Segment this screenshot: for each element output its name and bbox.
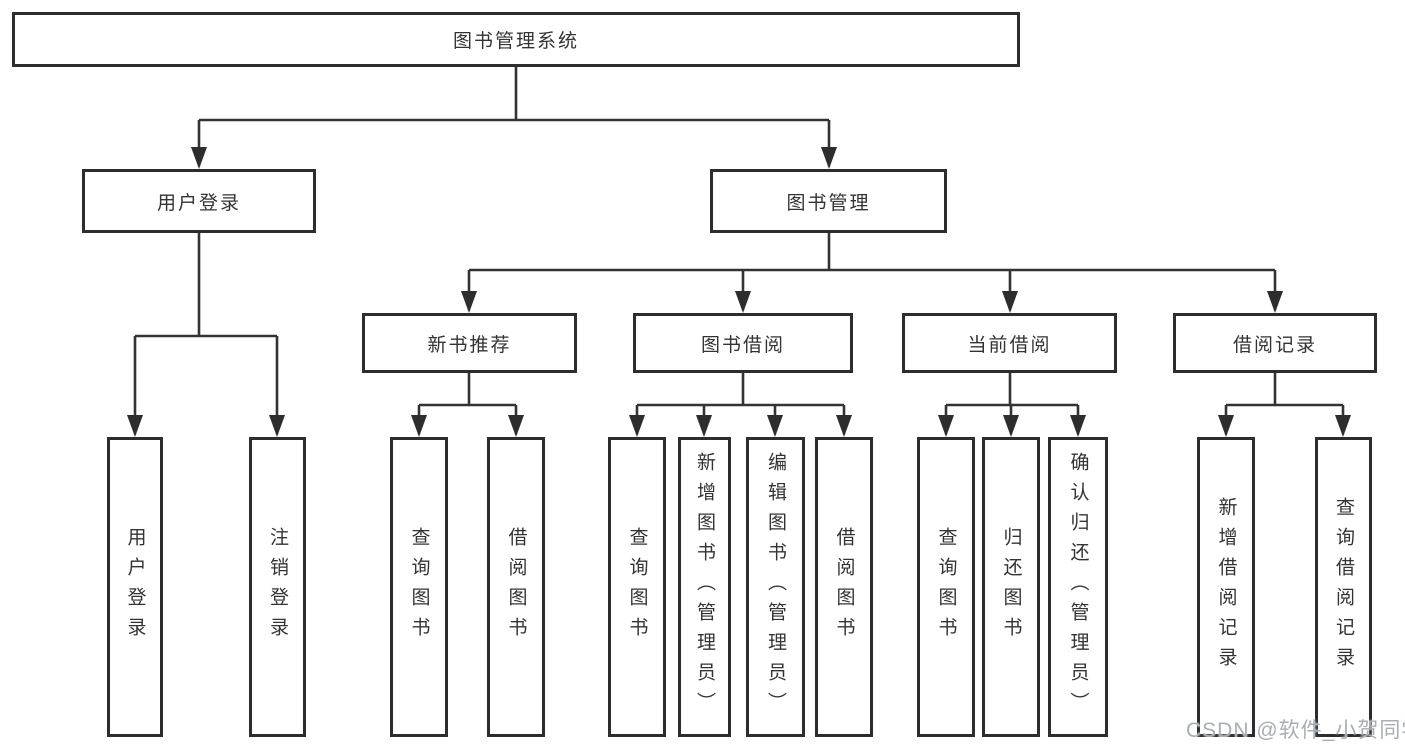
- leaf-logout: 注销登录: [249, 437, 306, 737]
- leaf-return-books-label: 归还图书: [1000, 527, 1022, 647]
- node-new-book-recommend: 新书推荐: [362, 313, 577, 373]
- node-book-management: 图书管理: [710, 169, 947, 233]
- node-current-borrow-label: 当前借阅: [967, 334, 1052, 356]
- leaf-query-borrow-record-label: 查询借阅记录: [1333, 497, 1354, 677]
- node-library-system: 图书管理系统: [12, 12, 1020, 67]
- node-library-system-label: 图书管理系统: [452, 31, 579, 52]
- leaf-add-borrow-record: 新增借阅记录: [1197, 437, 1255, 737]
- node-borrow-records-label: 借阅记录: [1232, 334, 1317, 356]
- leaf-add-borrow-record-label: 新增借阅记录: [1215, 497, 1237, 677]
- leaf-add-books-admin: 新增图书（管理员）: [678, 437, 731, 737]
- node-book-borrow-label: 图书借阅: [700, 334, 785, 356]
- leaf-confirm-return-admin: 确认归还（管理员）: [1048, 437, 1108, 737]
- leaf-borrow-books-label: 借阅图书: [833, 527, 855, 647]
- node-current-borrow: 当前借阅: [902, 313, 1117, 373]
- leaf-user-login-label: 用户登录: [124, 527, 146, 647]
- leaf-borrow-books: 借阅图书: [815, 437, 873, 737]
- leaf-query-books-borrow: 查询图书: [608, 437, 666, 737]
- leaf-add-books-admin-label: 新增图书（管理员）: [694, 452, 715, 722]
- leaf-query-books-recommend-label: 查询图书: [408, 527, 430, 647]
- node-book-management-label: 图书管理: [786, 192, 871, 214]
- leaf-confirm-return-admin-label: 确认归还（管理员）: [1067, 452, 1089, 722]
- leaf-return-books: 归还图书: [982, 437, 1040, 737]
- csdn-watermark: CSDN @软件_小贺同学: [1186, 719, 1405, 742]
- leaf-query-borrow-record: 查询借阅记录: [1315, 437, 1372, 737]
- leaf-edit-books-admin-label: 编辑图书（管理员）: [765, 452, 786, 722]
- leaf-query-books-recommend: 查询图书: [390, 437, 448, 737]
- leaf-query-books-borrow-label: 查询图书: [626, 527, 648, 647]
- leaf-logout-label: 注销登录: [267, 527, 288, 647]
- leaf-edit-books-admin: 编辑图书（管理员）: [746, 437, 805, 737]
- leaf-query-books-current: 查询图书: [917, 437, 975, 737]
- node-new-book-recommend-label: 新书推荐: [427, 334, 512, 356]
- node-user-login: 用户登录: [82, 169, 316, 233]
- node-book-borrow: 图书借阅: [633, 313, 853, 373]
- node-user-login-label: 用户登录: [156, 192, 241, 214]
- leaf-borrow-books-recommend: 借阅图书: [487, 437, 545, 737]
- leaf-borrow-books-recommend-label: 借阅图书: [505, 527, 527, 647]
- node-borrow-records: 借阅记录: [1173, 313, 1377, 373]
- leaf-user-login: 用户登录: [107, 437, 163, 737]
- leaf-query-books-current-label: 查询图书: [935, 527, 957, 647]
